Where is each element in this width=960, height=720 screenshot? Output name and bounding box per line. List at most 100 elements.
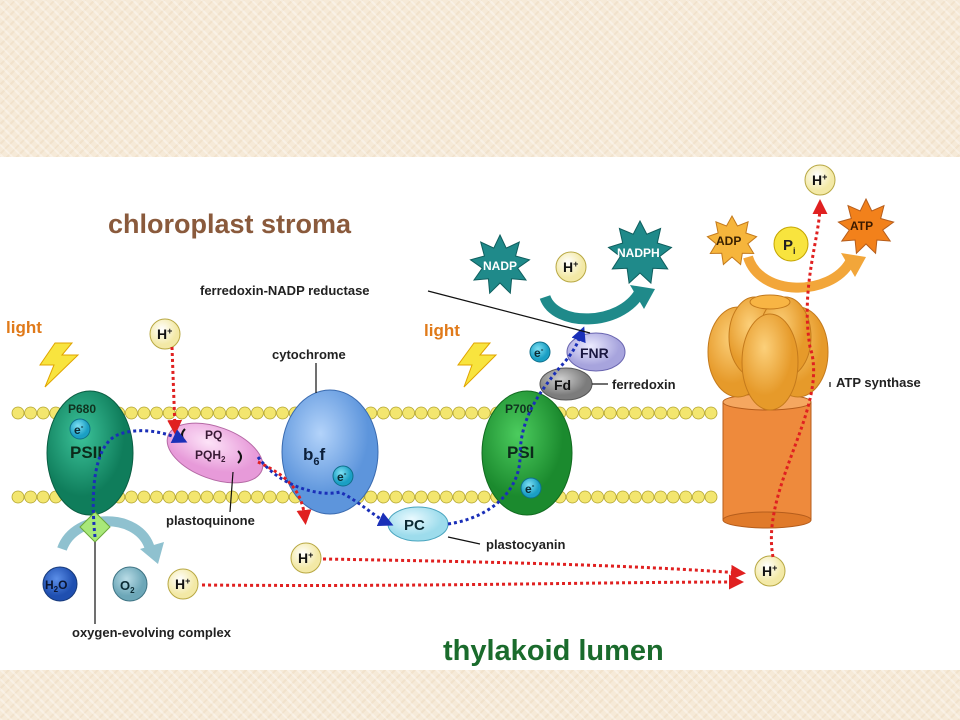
lipid-head xyxy=(566,490,579,504)
lipid-head xyxy=(439,490,453,504)
svg-text:H+: H+ xyxy=(812,172,827,188)
lumen-label: thylakoid lumen xyxy=(443,635,664,667)
lipid-head xyxy=(452,490,466,504)
proton-stroma-psii: H+ xyxy=(149,318,181,350)
lipid-head xyxy=(389,406,403,420)
adp-star xyxy=(706,214,758,266)
lipid-head xyxy=(175,490,189,504)
oec-label: oxygen-evolving complex xyxy=(72,625,232,640)
water-splitting-arrow xyxy=(57,516,155,552)
lipid-head xyxy=(414,406,428,420)
lipid-head xyxy=(578,406,592,420)
lipid-head xyxy=(692,490,705,504)
pqh2-label: PQH2 xyxy=(195,448,226,464)
lipid-head xyxy=(427,406,441,420)
lipid-head xyxy=(124,490,138,504)
lipid-head xyxy=(150,406,164,420)
photosystem-i xyxy=(481,390,573,516)
b6f-label: b6f xyxy=(303,445,326,468)
svg-text:e-: e- xyxy=(525,481,535,496)
lipid-head xyxy=(452,406,466,420)
p680-label: P680 xyxy=(68,402,96,416)
lipid-head xyxy=(566,406,579,420)
oxygen-o2: O2 xyxy=(112,566,148,602)
electron-flow-arrows xyxy=(91,326,586,538)
lipid-head xyxy=(666,490,680,504)
lipid-head xyxy=(225,406,239,420)
lightning-bolt-icon xyxy=(39,342,80,388)
lipid-head xyxy=(225,490,239,504)
fnr-label: FNR xyxy=(580,345,609,361)
adp-label: ADP xyxy=(716,234,741,248)
proton-lumen-oec: H+ xyxy=(167,568,199,600)
lipid-head xyxy=(187,490,201,504)
lipid-head xyxy=(641,406,655,420)
phosphate-pi: Pi xyxy=(773,226,809,262)
svg-text:e-: e- xyxy=(534,345,544,360)
water-h2o: H2O xyxy=(42,566,78,602)
lipid-head xyxy=(213,490,227,504)
lipid-head xyxy=(477,406,491,420)
lipid-head xyxy=(591,490,604,504)
proton-stroma-fnr: H+ xyxy=(555,251,587,283)
psii-label: PSII xyxy=(70,443,102,462)
lipid-head xyxy=(250,406,264,420)
psi-label: PSI xyxy=(507,443,534,462)
svg-text:e-: e- xyxy=(74,422,84,437)
lipid-head xyxy=(162,490,176,504)
light-label-psii: light xyxy=(6,318,42,337)
svg-text:H+: H+ xyxy=(563,259,578,275)
lipid-head xyxy=(402,406,416,420)
fnr-name-label: ferredoxin-NADP reductase xyxy=(200,283,370,298)
lipid-head xyxy=(679,490,693,504)
electron-psi: e- xyxy=(520,477,542,499)
proton-lumen-atp: H+ xyxy=(754,555,786,587)
lipid-head xyxy=(187,406,201,420)
lipid-head xyxy=(200,406,214,420)
electron-psii: e- xyxy=(69,418,91,440)
plastocyanin-label: plastocyanin xyxy=(486,537,566,552)
lipid-head xyxy=(36,490,50,504)
svg-text:H+: H+ xyxy=(157,326,172,342)
protons: H+ H+ H+ H+ H+ H+ xyxy=(149,164,836,600)
lipid-head xyxy=(679,406,693,420)
electron-fnr: e- xyxy=(529,341,551,363)
lipid-head xyxy=(439,406,453,420)
svg-text:Pi: Pi xyxy=(783,237,796,256)
fd-label: Fd xyxy=(554,377,571,393)
lipid-head xyxy=(213,406,227,420)
lipid-head xyxy=(402,490,416,504)
lipid-head xyxy=(250,490,264,504)
photosynthesis-diagram: chloroplast stroma thylakoid lumen light… xyxy=(0,157,960,670)
lipid-head xyxy=(376,490,390,504)
lipid-head xyxy=(654,406,667,420)
lipid-head xyxy=(24,406,38,420)
plastoquinone-label: plastoquinone xyxy=(166,513,255,528)
lipid-head xyxy=(24,490,38,504)
atp-formation-arrow xyxy=(743,255,855,293)
lipid-head xyxy=(477,490,491,504)
lipid-head xyxy=(629,406,642,420)
proton-lumen-b6f: H+ xyxy=(290,542,322,574)
lipid-head xyxy=(603,490,617,504)
atp-label: ATP xyxy=(850,219,873,233)
nadph-label: NADPH xyxy=(617,246,660,260)
lipid-head xyxy=(263,406,277,420)
atp-star xyxy=(837,197,895,255)
lipid-head xyxy=(414,490,428,504)
lipid-head xyxy=(616,490,630,504)
lipid-head xyxy=(465,490,479,504)
lipid-head xyxy=(591,406,604,420)
plastoquinone-pool xyxy=(166,422,264,484)
pc-label: PC xyxy=(404,517,425,534)
stroma-label: chloroplast stroma xyxy=(108,209,352,239)
lipid-head xyxy=(124,406,138,420)
lipid-head xyxy=(200,490,214,504)
lipid-head xyxy=(389,490,403,504)
svg-text:H+: H+ xyxy=(762,563,777,579)
cytochrome-label: cytochrome xyxy=(272,347,346,362)
lipid-head xyxy=(276,406,290,420)
svg-text:H+: H+ xyxy=(175,576,190,592)
nadph-star xyxy=(607,219,673,285)
lipid-head xyxy=(238,490,252,504)
